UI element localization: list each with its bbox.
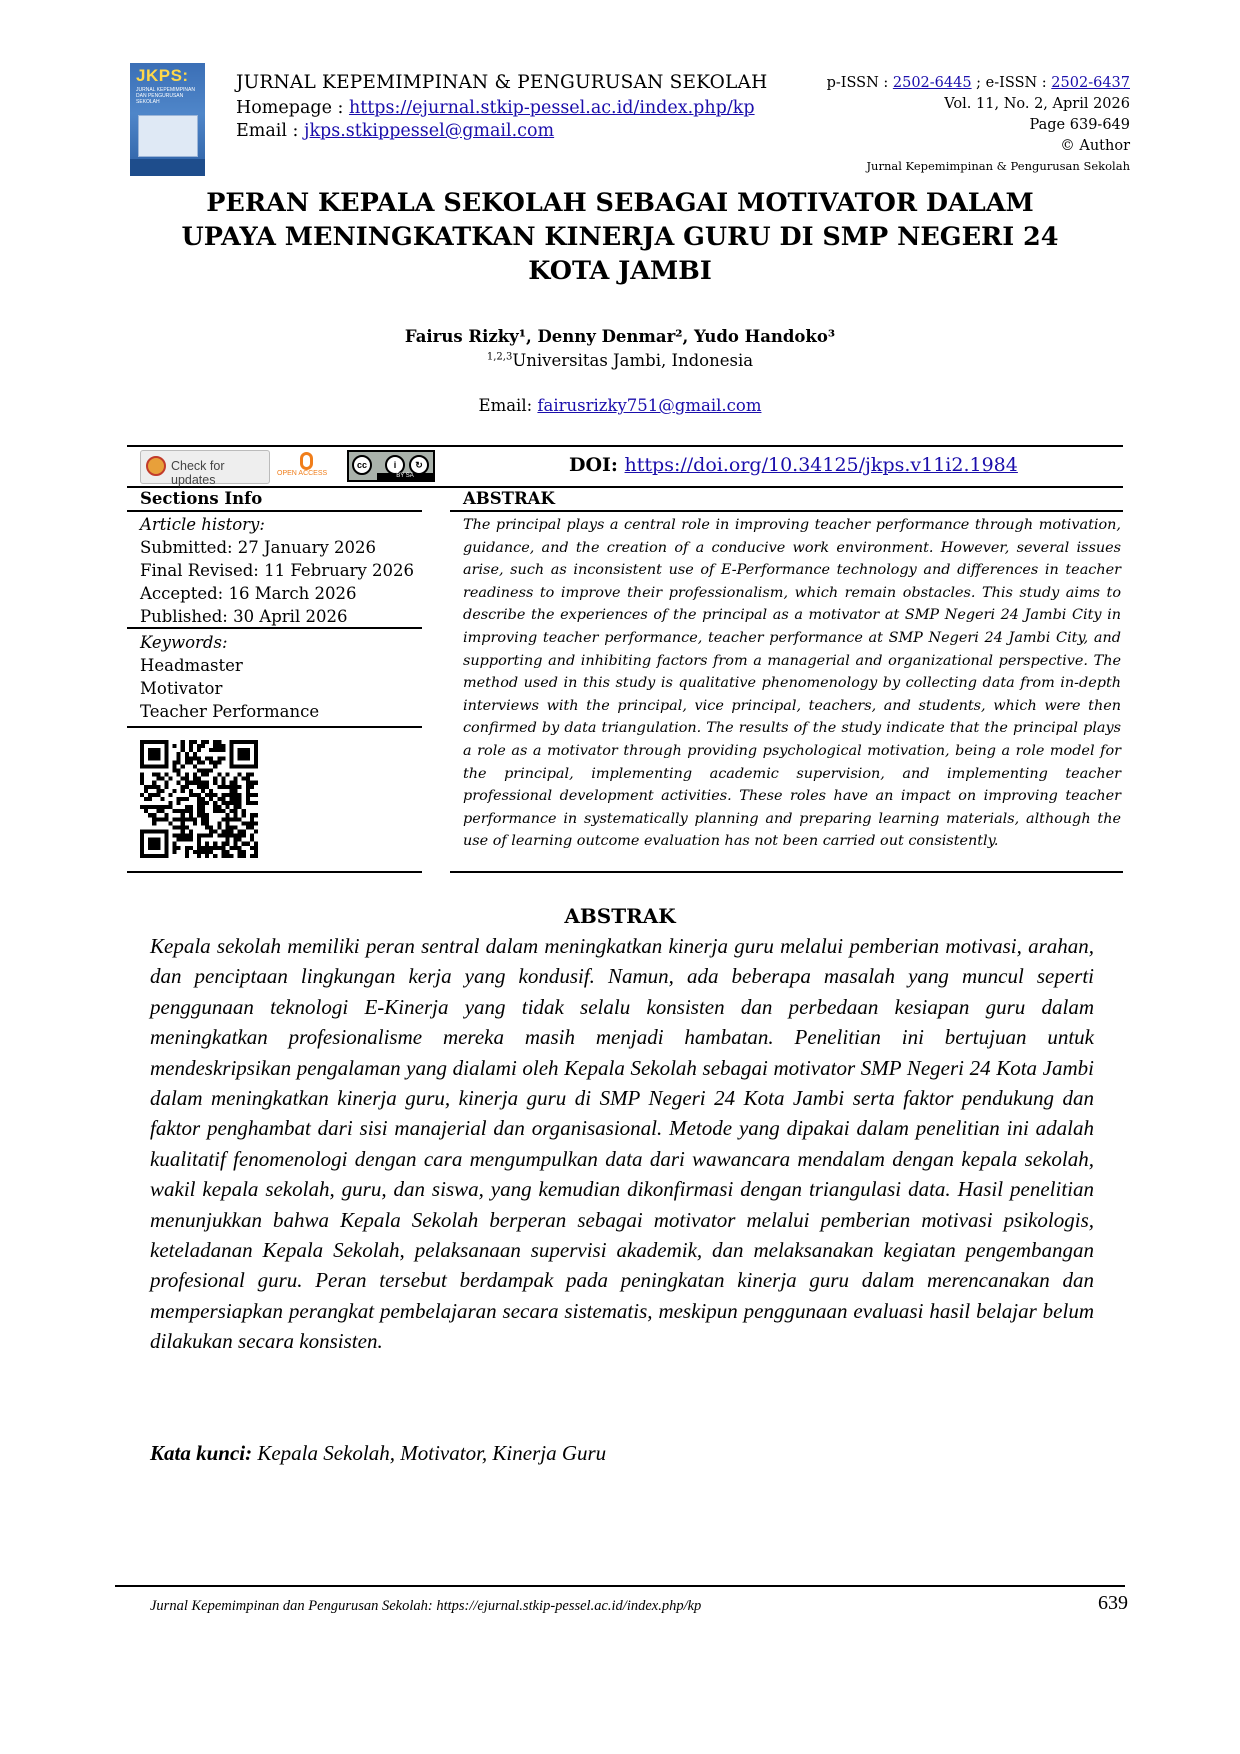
divider — [127, 726, 422, 728]
check-updates-label: Check for updates — [171, 459, 225, 487]
sections-info-heading: Sections Info — [140, 489, 263, 508]
keywords-label: Keywords: — [140, 633, 228, 652]
journal-logo: JKPS: JURNAL KEPEMIMPINAN DAN PENGURUSAN… — [130, 63, 205, 176]
history-item: Submitted: 27 January 2026 — [140, 538, 377, 557]
journal-name-small: Jurnal Kepemimpinan & Pengurusan Sekolah — [866, 159, 1130, 173]
indonesian-abstract-text: Kepala sekolah memiliki peran sentral da… — [150, 934, 1094, 1354]
email-label: Email : — [236, 121, 305, 141]
check-for-updates-button[interactable]: Check for updates — [140, 450, 270, 487]
open-lock-icon — [300, 452, 313, 470]
divider — [450, 871, 1123, 873]
divider — [127, 510, 422, 512]
volume-info: Vol. 11, No. 2, April 2026 — [944, 96, 1130, 112]
keyword-item: Headmaster — [140, 656, 243, 675]
page-range: Page 639-649 — [1029, 117, 1130, 133]
check-updates-icon — [146, 456, 166, 476]
cc-license-badge[interactable]: cc i ↻ BY SA — [347, 450, 435, 482]
history-item: Final Revised: 11 February 2026 — [140, 561, 415, 580]
english-abstract-heading: ABSTRAK — [463, 489, 555, 508]
indonesian-abstract-heading: ABSTRAK — [564, 904, 676, 928]
kata-kunci-values: Kepala Sekolah, Motivator, Kinerja Guru — [252, 1441, 607, 1465]
eissn-label: ; e-ISSN : — [971, 75, 1052, 91]
history-item: Accepted: 16 March 2026 — [140, 584, 357, 603]
english-abstract-text: The principal plays a central role in im… — [463, 517, 1121, 850]
cc-icon: cc — [352, 455, 372, 475]
title-line: UPAYA MENINGKATKAN KINERJA GURU DI SMP N… — [181, 222, 1059, 252]
divider — [127, 445, 1123, 447]
attribution-icon: i — [385, 455, 405, 475]
copyright: © Author — [1060, 138, 1130, 154]
divider — [450, 510, 1123, 512]
cc-label: BY SA — [377, 473, 433, 480]
homepage-line: Homepage : https://ejurnal.stkip-pessel.… — [236, 98, 755, 118]
title-line: PERAN KEPALA SEKOLAH SEBAGAI MOTIVATOR D… — [206, 188, 1034, 218]
doi: DOI: https://doi.org/10.34125/jkps.v11i2… — [569, 454, 1018, 476]
article-history-label: Article history: — [140, 515, 265, 534]
homepage-label: Homepage : — [236, 98, 349, 118]
author-email-label: Email: — [478, 396, 538, 415]
history-item: Published: 30 April 2026 — [140, 607, 348, 626]
page-number: 639 — [1098, 1592, 1128, 1614]
logo-footer-bar — [130, 159, 205, 176]
footer-divider — [115, 1585, 1125, 1587]
qr-code[interactable] — [140, 740, 258, 858]
keyword-item: Teacher Performance — [140, 702, 320, 721]
keywords: Keywords: Headmaster Motivator Teacher P… — [140, 631, 319, 723]
eissn-link[interactable]: 2502-6437 — [1051, 75, 1130, 91]
divider — [127, 486, 1123, 488]
issn-line: p-ISSN : 2502-6445 ; e-ISSN : 2502-6437 — [827, 73, 1130, 94]
article-title: PERAN KEPALA SEKOLAH SEBAGAI MOTIVATOR D… — [150, 186, 1090, 288]
doi-link[interactable]: https://doi.org/10.34125/jkps.v11i2.1984 — [624, 454, 1018, 476]
kata-kunci-label: Kata kunci: — [150, 1441, 253, 1465]
divider — [127, 871, 422, 873]
keyword-item: Motivator — [140, 679, 223, 698]
affiliation-text: Universitas Jambi, Indonesia — [512, 351, 754, 370]
logo-cover-image — [138, 115, 198, 157]
doi-label: DOI: — [569, 454, 625, 476]
pissn-label: p-ISSN : — [826, 75, 893, 91]
kata-kunci: Kata kunci: Kepala Sekolah, Motivator, K… — [150, 1441, 606, 1466]
affiliation-superscript: 1,2,3 — [486, 351, 513, 363]
logo-text: JKPS: — [136, 66, 189, 85]
pissn-link[interactable]: 2502-6445 — [892, 75, 972, 91]
email-line: Email : jkps.stkippessel@gmail.com — [236, 121, 554, 141]
journal-email-link[interactable]: jkps.stkippessel@gmail.com — [304, 121, 555, 141]
title-line: KOTA JAMBI — [528, 256, 712, 286]
homepage-link[interactable]: https://ejurnal.stkip-pessel.ac.id/index… — [348, 98, 755, 118]
affiliation: 1,2,3Universitas Jambi, Indonesia — [0, 351, 1240, 370]
footer-text: Jurnal Kepemimpinan dan Pengurusan Sekol… — [150, 1598, 702, 1614]
open-access-badge: OPEN ACCESS — [277, 450, 342, 482]
author-email-link[interactable]: fairusrizky751@gmail.com — [537, 396, 762, 415]
open-access-label: OPEN ACCESS — [277, 470, 328, 477]
logo-subtitle: JURNAL KEPEMIMPINAN DAN PENGURUSAN SEKOL… — [136, 87, 195, 105]
article-history: Article history: Submitted: 27 January 2… — [140, 513, 414, 628]
divider — [127, 627, 422, 629]
journal-name: JURNAL KEPEMIMPINAN & PENGURUSAN SEKOLAH — [236, 72, 768, 93]
author-email: Email: fairusrizky751@gmail.com — [0, 396, 1240, 415]
authors: Fairus Rizky¹, Denny Denmar², Yudo Hando… — [404, 327, 836, 346]
share-alike-icon: ↻ — [409, 455, 429, 475]
